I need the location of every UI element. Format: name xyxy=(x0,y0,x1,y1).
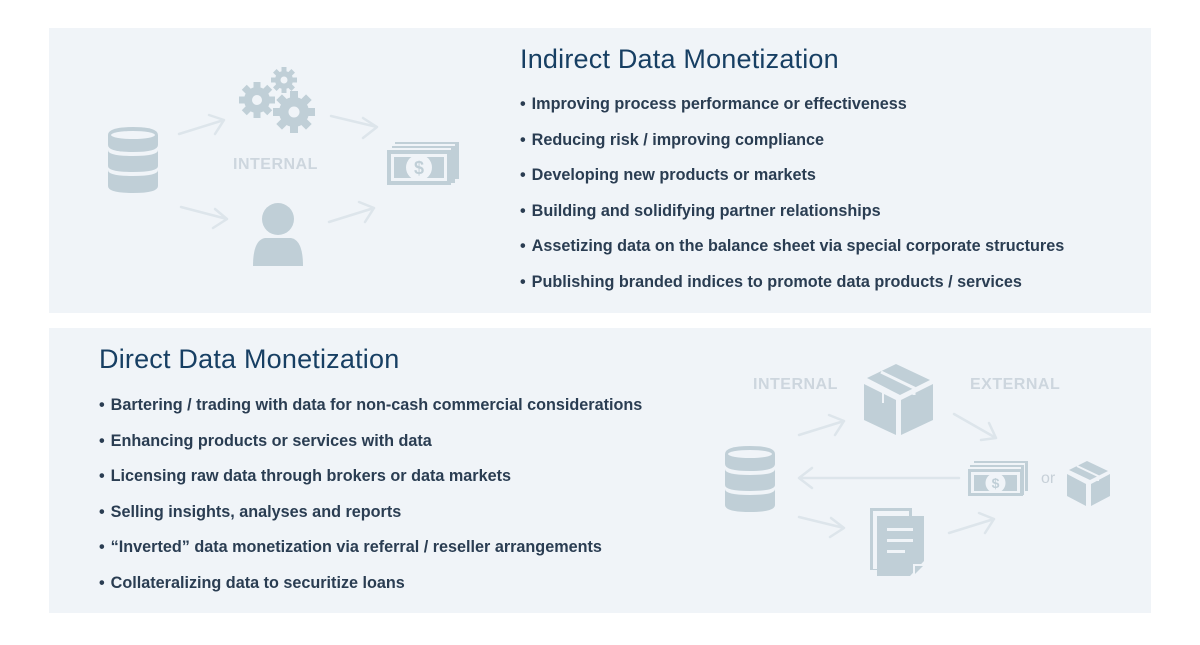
direct-bullet-item: Enhancing products or services with data xyxy=(99,431,642,467)
direct-bullet-item: Licensing raw data through brokers or da… xyxy=(99,466,642,502)
person-icon xyxy=(253,203,303,266)
indirect-bullet-item: Publishing branded indices to promote da… xyxy=(520,272,1064,308)
indirect-bullet-item: Developing new products or markets xyxy=(520,165,1064,201)
indirect-monetization-panel: $ INTERNAL Indirect Data Monetization Im… xyxy=(49,28,1151,313)
money-stack-icon: $ xyxy=(968,461,1028,497)
direct-monetization-panel: Direct Data Monetization Bartering / tra… xyxy=(49,328,1151,613)
indirect-bullet-list: Improving process performance or effecti… xyxy=(520,94,1065,308)
svg-text:$: $ xyxy=(992,475,1000,491)
indirect-title: Indirect Data Monetization xyxy=(520,44,839,74)
indirect-bullet-item: Assetizing data on the balance sheet via… xyxy=(520,236,1065,272)
package-box-icon xyxy=(864,364,933,435)
documents-icon xyxy=(870,508,924,576)
or-label: or xyxy=(1041,470,1056,487)
small-package-icon xyxy=(1067,461,1110,506)
direct-bullet-item: Bartering / trading with data for non-ca… xyxy=(99,395,643,431)
internal-label: INTERNAL xyxy=(233,156,318,173)
money-stack-icon: $ xyxy=(387,142,459,185)
direct-bullet-item: “Inverted” data monetization via referra… xyxy=(99,537,642,573)
svg-text:$: $ xyxy=(414,158,424,178)
direct-bullet-item: Collateralizing data to securitize loans xyxy=(99,573,642,609)
internal-label: INTERNAL xyxy=(753,376,838,393)
indirect-bullet-item: Building and solidifying partner relatio… xyxy=(520,201,1064,237)
indirect-bullet-item: Reducing risk / improving compliance xyxy=(520,130,1064,166)
database-icon xyxy=(108,127,158,193)
direct-title: Direct Data Monetization xyxy=(99,344,400,374)
external-label: EXTERNAL xyxy=(970,376,1061,393)
flow-arrows xyxy=(177,113,379,230)
indirect-bullet-item: Improving process performance or effecti… xyxy=(520,94,1064,130)
direct-bullet-list: Bartering / trading with data for non-ca… xyxy=(99,395,643,609)
gears-icon xyxy=(239,67,315,133)
database-icon xyxy=(725,446,775,512)
direct-diagram: $ xyxy=(725,364,1110,576)
direct-bullet-item: Selling insights, analyses and reports xyxy=(99,502,642,538)
indirect-diagram: $ xyxy=(108,67,459,266)
flow-arrows xyxy=(797,412,998,539)
